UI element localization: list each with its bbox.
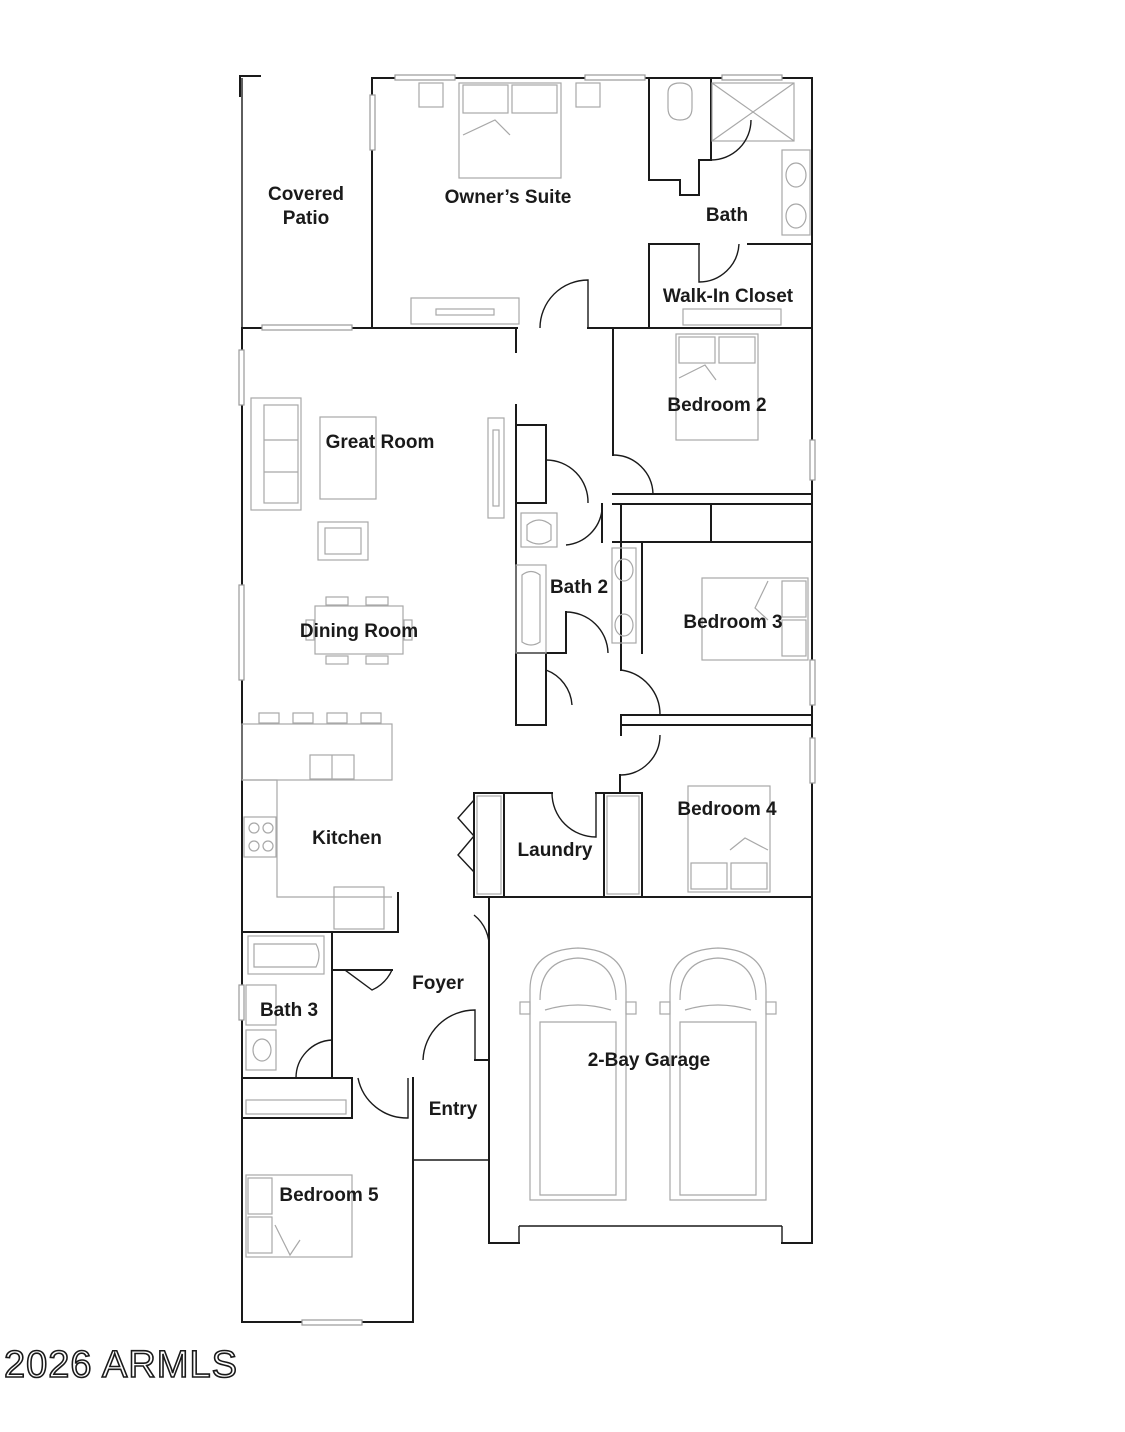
label-covered-patio-2: Patio <box>283 208 329 229</box>
label-dining-room: Dining Room <box>300 621 418 642</box>
label-foyer: Foyer <box>412 973 464 994</box>
label-bedroom-3: Bedroom 3 <box>683 612 782 633</box>
room-labels: Covered Patio Owner’s Suite Bath Walk-In… <box>260 184 794 1206</box>
label-walk-in-closet: Walk-In Closet <box>663 286 794 307</box>
exterior-walls <box>239 75 813 1323</box>
furniture <box>241 82 811 1258</box>
car-right <box>659 947 777 1201</box>
windows <box>238 74 816 1326</box>
label-garage: 2-Bay Garage <box>588 1050 711 1071</box>
label-bedroom-5: Bedroom 5 <box>279 1185 379 1206</box>
label-laundry: Laundry <box>518 840 593 861</box>
label-bedroom-4: Bedroom 4 <box>677 799 777 820</box>
label-bath-3: Bath 3 <box>260 1000 318 1021</box>
garage-cars <box>519 947 777 1201</box>
car-left <box>519 947 637 1201</box>
label-great-room: Great Room <box>326 432 435 453</box>
door-swings <box>295 243 740 1119</box>
label-bath: Bath <box>706 205 748 226</box>
label-bath-2: Bath 2 <box>550 577 608 598</box>
label-kitchen: Kitchen <box>312 828 382 849</box>
label-covered-patio-1: Covered <box>268 184 344 205</box>
interior-walls <box>241 77 813 1244</box>
label-bedroom-2: Bedroom 2 <box>667 395 766 416</box>
label-entry: Entry <box>429 1099 478 1120</box>
label-owners-suite: Owner’s Suite <box>445 187 572 208</box>
copyright-watermark: 2026 ARMLS <box>3 1343 238 1387</box>
